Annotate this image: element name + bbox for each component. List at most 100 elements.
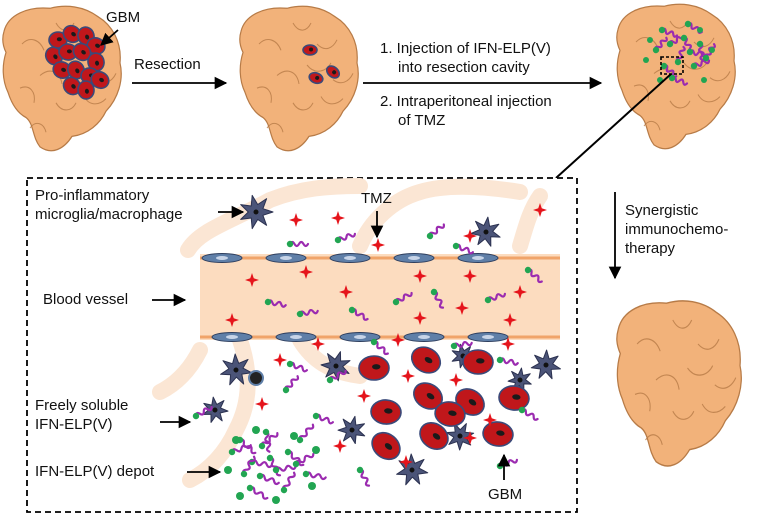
- ifn-elp-chain: [238, 438, 257, 455]
- ifn-elp-head: [272, 496, 280, 504]
- tmz-star-icon: [463, 269, 477, 283]
- brain-fold: [645, 434, 663, 445]
- ifn-elp-molecule-icon: [348, 306, 369, 321]
- gbm-cell-nucleus: [75, 68, 80, 74]
- ifn-elp-head: [696, 40, 704, 48]
- brain-fold: [672, 410, 695, 420]
- microglia-nucleus: [212, 407, 218, 413]
- ifn-elp-head: [518, 406, 526, 414]
- ifn-elp-chain: [697, 42, 705, 61]
- ifn-elp-chain: [336, 232, 357, 242]
- gbm-pointer-arrow: [100, 29, 119, 46]
- ifn-elp-depot-in-cavity: [643, 20, 716, 86]
- microglia-nucleus: [483, 229, 489, 235]
- ifn-elp-molecule-icon: [430, 288, 445, 309]
- ifn-elp-chain: [288, 240, 310, 248]
- ifn-elp-head: [262, 428, 270, 436]
- ifn-elp-depot-molecule: [256, 472, 280, 486]
- ifn-elp-depot-molecule: [228, 444, 252, 456]
- gbm-cell-nucleus: [384, 443, 393, 450]
- gbm-tumor-cell: [90, 70, 110, 90]
- ifn-elp-molecule-icon: [696, 40, 705, 61]
- ifn-elp-head: [326, 376, 334, 384]
- ifn-elp-chain: [242, 455, 256, 476]
- ifn-elp-head: [426, 232, 434, 240]
- lymphocyte-icon: [248, 370, 264, 386]
- ifn-elp-chain: [432, 290, 445, 309]
- tmz-star-icon: [255, 397, 269, 411]
- ifn-elp-chain: [498, 357, 519, 366]
- microglia-nucleus: [349, 427, 355, 433]
- ifn-elp-chain: [526, 268, 543, 284]
- outcome-line1: Synergistic: [625, 202, 699, 219]
- gbm-cell-nucleus: [315, 75, 320, 80]
- gbm-cell-icon: [482, 421, 514, 447]
- microglia-nucleus: [457, 433, 463, 439]
- brain-fold: [643, 120, 661, 131]
- brain-fold: [320, 96, 344, 105]
- ifn-elp-chain: [452, 340, 473, 348]
- ifn-elp-head: [240, 470, 248, 478]
- tmz-star-icon: [333, 439, 347, 453]
- ifn-elp-chain: [675, 45, 686, 64]
- ifn-elp-depot-molecule: [280, 471, 296, 494]
- ifn-elp-depot-molecule: [292, 452, 315, 468]
- gbm-cell-nucleus: [95, 60, 100, 66]
- gbm-residual-cell: [302, 44, 318, 56]
- ifn-elp-chain: [660, 27, 679, 38]
- zoom-connector-line: [555, 73, 672, 179]
- ifn-elp-chain: [250, 459, 273, 469]
- ifn-elp-molecule-icon: [426, 223, 446, 240]
- ifn-elp-head: [392, 298, 400, 306]
- brain-fold: [292, 102, 314, 111]
- gbm-residual-cell: [308, 71, 324, 85]
- gbm-cell-icon: [358, 355, 390, 381]
- ifn-elp-depot-molecule: [258, 432, 279, 450]
- gbm-cell-icon: [434, 401, 466, 427]
- zoom-contents: [192, 194, 561, 504]
- ifn-elp-molecule-icon: [296, 308, 319, 318]
- ifn-elp-depot-molecule: [240, 455, 256, 478]
- ifn-elp-head: [284, 448, 292, 456]
- ifn-elp-depot-molecule: [262, 428, 272, 453]
- microglia-nucleus: [333, 363, 339, 369]
- gbm-cell-nucleus: [99, 77, 104, 83]
- gbm-cell-nucleus: [85, 34, 90, 40]
- ifn-elp-head: [296, 310, 304, 318]
- ifn-elp-chain: [350, 308, 369, 321]
- tmz-star-icon: [225, 313, 239, 327]
- microglia-icon: [445, 422, 475, 451]
- capillary-segment: [512, 188, 548, 254]
- ifn-elp-molecule-icon: [674, 45, 686, 66]
- microglia-icon: [396, 453, 429, 486]
- soluble-label-line2: IFN-ELP(V): [35, 416, 113, 433]
- ifn-elp-depot-molecule: [302, 470, 327, 481]
- ifn-elp-molecule-icon: [450, 340, 473, 350]
- ifn-elp-head: [647, 37, 653, 43]
- tmz-star-icon: [401, 369, 415, 383]
- brain-fold: [258, 39, 282, 51]
- capillary-branches: [152, 178, 548, 488]
- tmz-star-icon: [299, 265, 313, 279]
- gbm-cell-icon: [498, 385, 530, 411]
- microglia-nucleus: [409, 467, 415, 473]
- ifn-elp-head: [680, 34, 688, 42]
- ifn-elp-molecule-icon: [334, 232, 357, 244]
- capillary-segment: [152, 342, 208, 400]
- ifn-elp-head: [236, 492, 244, 500]
- gbm-cell-nucleus: [372, 364, 381, 370]
- ifn-elp-chain: [294, 452, 315, 466]
- gbm-cell-nucleus: [496, 430, 505, 436]
- ifn-elp-head: [686, 48, 694, 56]
- ifn-elp-head: [674, 58, 682, 66]
- gbm-cell-icon: [462, 349, 494, 375]
- ifn-elp-molecule-icon: [264, 298, 287, 308]
- vessel-lumen: [200, 254, 560, 340]
- ifn-elp-head: [286, 240, 294, 248]
- gbm-tumor-cell: [58, 43, 78, 61]
- ifn-elp-chain: [266, 299, 287, 308]
- brain-fold: [655, 374, 680, 390]
- microglia-nucleus: [233, 367, 239, 373]
- ifn-elp-molecule-icon: [312, 412, 335, 425]
